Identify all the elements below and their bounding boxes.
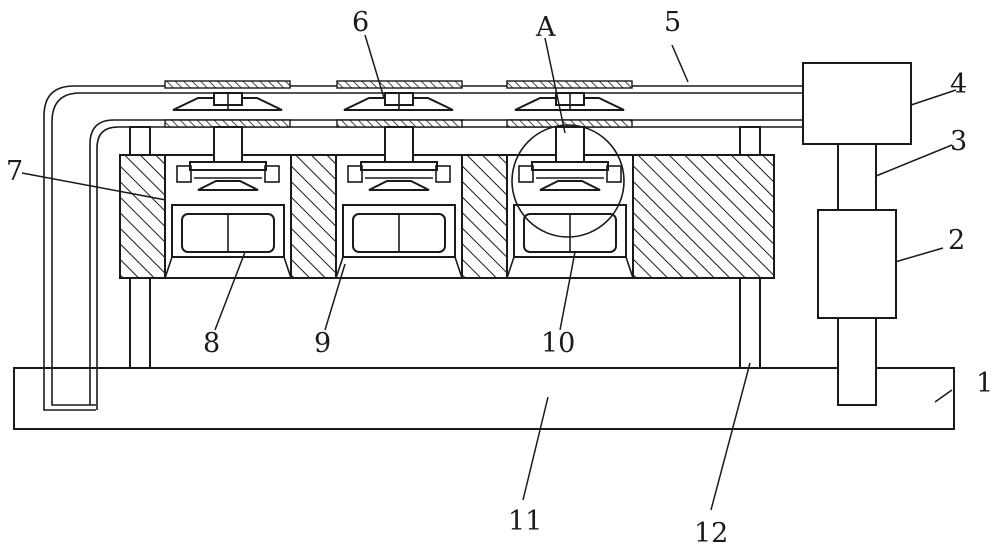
base-plate — [13, 367, 955, 430]
label-a: A — [535, 12, 556, 43]
label-9: 9 — [314, 328, 331, 359]
leader-lines — [21, 34, 957, 511]
cavity-2 — [335, 126, 463, 279]
label-7: 7 — [6, 156, 23, 187]
label-8: 8 — [203, 328, 220, 359]
label-10: 10 — [541, 328, 575, 359]
label-3: 3 — [950, 126, 967, 157]
label-5: 5 — [664, 7, 681, 38]
right-unit — [802, 62, 912, 406]
label-6: 6 — [352, 7, 369, 38]
top-hatched-strips — [164, 80, 633, 128]
label-11: 11 — [508, 506, 542, 537]
reference-labels: 1 2 3 4 5 6 A 7 8 9 10 11 12 — [6, 7, 993, 549]
fan-assemblies — [172, 92, 625, 111]
label-4: 4 — [950, 69, 967, 100]
label-1: 1 — [976, 368, 993, 399]
detail-circle-a — [511, 124, 625, 238]
cavity-1 — [164, 126, 292, 279]
pipe — [43, 85, 805, 411]
label-2: 2 — [948, 225, 965, 256]
label-12: 12 — [694, 518, 728, 549]
